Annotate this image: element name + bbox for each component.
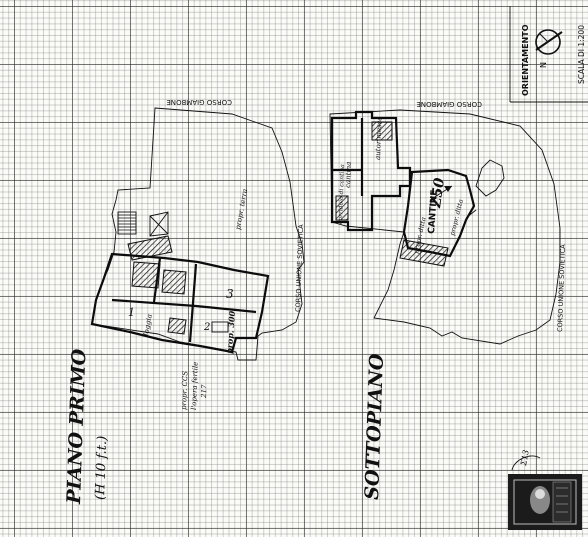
left-building-outline — [91, 107, 305, 361]
left-owner-note-2: l'opera fertile — [190, 362, 200, 411]
left-owner-note-1: propr. CCS — [180, 371, 189, 411]
right-street-side: CORSO UNIONE SOVIETICA — [556, 244, 567, 332]
left-unit-walls — [90, 252, 270, 354]
left-mapp-note: prop. 300 — [224, 310, 237, 354]
left-street-top: CORSO GIAMBONE — [166, 98, 232, 106]
left-stair-block — [117, 211, 137, 235]
left-height-note: (H 10 f.t.) — [93, 436, 110, 501]
left-room-1: 1 — [128, 306, 135, 319]
right-hatched-b — [335, 195, 349, 221]
left-fixture — [211, 321, 229, 333]
left-room-2: 2 — [203, 322, 210, 333]
left-plan-primo: CORSO GIAMBONE 1 3 2 loggia prop. 300 pr… — [63, 98, 305, 505]
stamp-corner-note: Σ13 — [519, 449, 531, 467]
right-street-top: CORSO GIAMBONE — [416, 100, 482, 108]
left-stair-treads — [118, 214, 136, 231]
orientation-label: ORIENTAMENTO — [521, 24, 530, 96]
right-label-cantine: CANTINE — [427, 189, 440, 234]
right-plan-sottopiano: CORSO GIAMBONE cantina autorimessa corri… — [329, 100, 567, 500]
left-hatched-service — [161, 269, 187, 295]
right-label-corridoio: corridoio di cantina — [337, 164, 346, 224]
right-arrow-head-icon — [444, 186, 452, 192]
left-room-3: 3 — [226, 287, 234, 301]
left-note-terra: propr. terra — [234, 188, 249, 230]
left-room-loggia: loggia — [142, 313, 154, 336]
orientation-legend: ORIENTAMENTO SCALA DI 1:200 N — [509, 6, 588, 103]
right-hatched-a — [371, 121, 393, 141]
right-stair-ramp — [399, 239, 449, 267]
left-floor-title: PIANO PRIMO — [63, 348, 90, 505]
left-owner-note-3: 217 — [200, 384, 209, 399]
right-label-cantina: cantina — [344, 161, 353, 188]
right-floor-title: SOTTOPIANO — [361, 353, 388, 500]
right-label-autorimessa: autorimessa — [374, 116, 384, 160]
north-compass-icon — [535, 29, 563, 55]
right-building-outline — [329, 109, 561, 345]
right-stamp-code: Z50 — [428, 177, 448, 210]
scale-label: SCALA DI 1:200 — [577, 25, 586, 84]
left-hatched-bath — [167, 317, 187, 335]
official-stamp: Σ13 — [508, 449, 582, 530]
left-hatched-core — [131, 261, 161, 289]
left-street-side: CORSO UNIONE SOVIETICA — [294, 224, 305, 312]
right-annex-outline — [475, 159, 505, 197]
right-cantine-walls — [402, 168, 476, 258]
north-mark: N — [539, 62, 548, 68]
